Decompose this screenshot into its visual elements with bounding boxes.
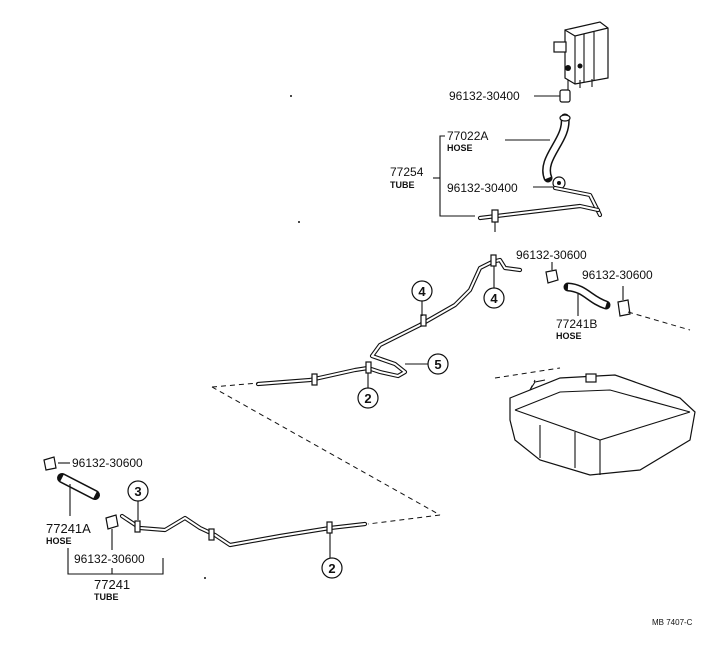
clip-top [534,89,571,103]
tube-77241-sub: TUBE [94,592,119,602]
tube-77254-sub: TUBE [390,180,415,190]
clip-mid-label: 96132-30400 [447,181,518,195]
clip-l2 [105,514,119,550]
callout-5: 5 [434,357,441,372]
fuel-tank [509,373,696,476]
tube-77241-bracket [67,548,164,575]
clip-l1 [43,456,70,471]
callout-2b-circle [321,557,343,579]
hose-77022a-sub: HOSE [447,143,473,153]
tube-77241-pn: 77241 [94,577,130,592]
callout-4a: 4 [418,284,426,299]
hose-77241b [563,282,611,316]
hose-77241b-sub: HOSE [556,331,582,341]
hose-77022a [505,113,571,183]
hose-77241a [57,473,100,516]
dashed-guides [211,311,691,525]
callout-4b-circle [483,287,505,309]
charcoal-canister [553,21,609,90]
callout-2b: 2 [328,561,335,576]
callout-5-circle [427,353,449,375]
clip-r1 [545,262,559,284]
tube-middle [255,254,523,387]
tube-77254-bracket [439,135,475,217]
clip-l2-label: 96132-30600 [74,552,145,566]
clip-top-label: 96132-30400 [449,89,520,103]
callout-4a-circle [411,280,433,302]
callout-3-circle [127,480,149,502]
callout-4b: 4 [490,291,498,306]
hose-77241a-pn: 77241A [46,521,91,536]
callout-3: 3 [134,484,141,499]
hose-77022a-pn: 77022A [447,129,488,143]
diagram-code: MB 7407-C [652,618,693,627]
clip-r2 [617,286,631,317]
tube-77254-pn: 77254 [390,165,424,179]
tube-77254 [477,185,603,232]
clip-r1-label: 96132-30600 [516,248,587,262]
callout-2a-circle [357,387,379,409]
clip-l1-label: 96132-30600 [72,456,143,470]
tube-lower [119,513,368,548]
callout-2a: 2 [364,391,371,406]
clip-r2-label: 96132-30600 [582,268,653,282]
hose-77241a-sub: HOSE [46,536,72,546]
hose-77241b-pn: 77241B [556,317,597,331]
